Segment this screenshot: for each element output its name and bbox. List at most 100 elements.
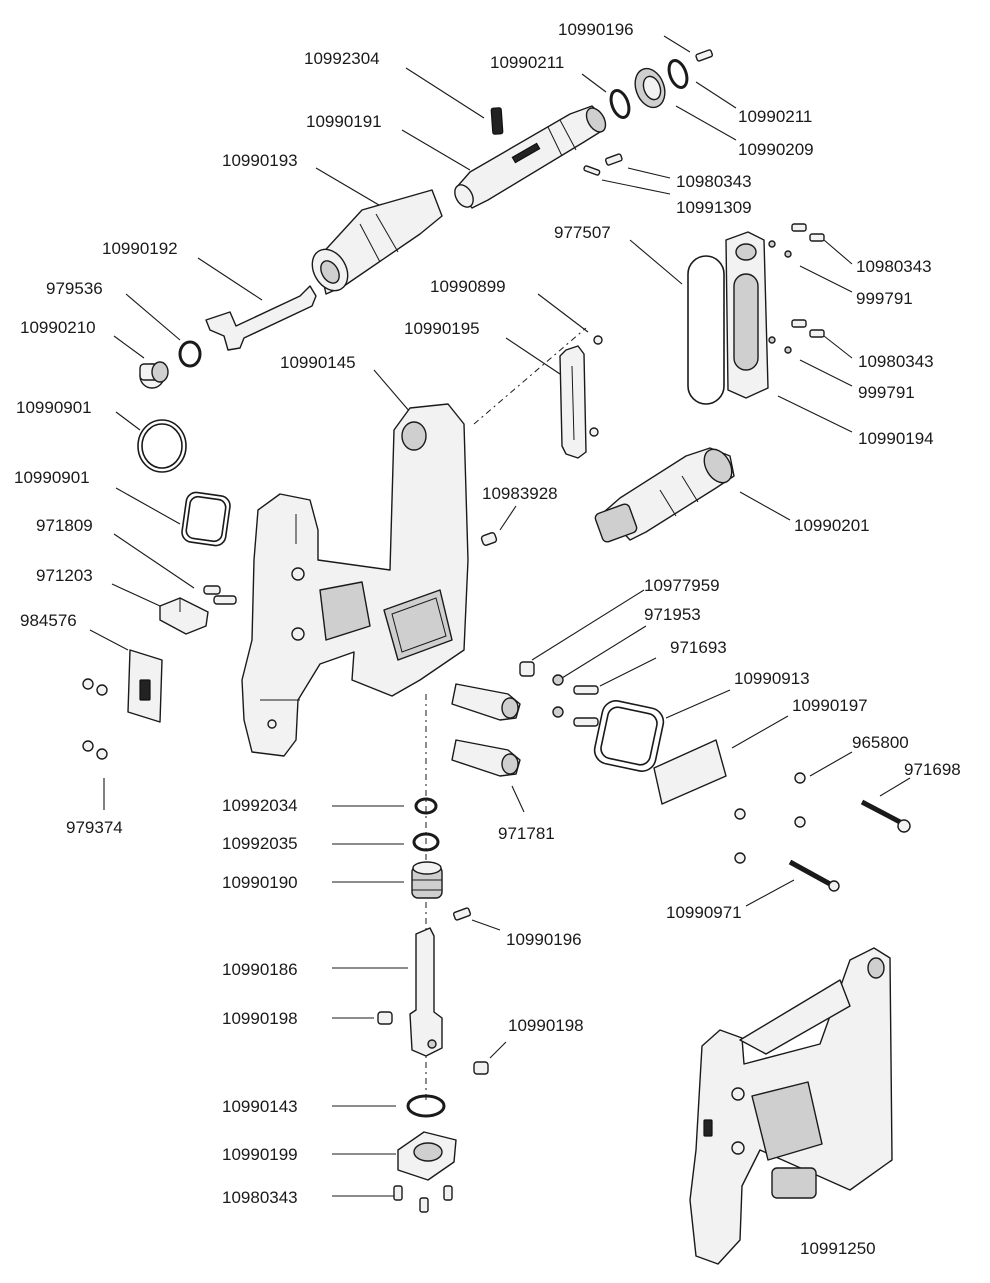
frame-10990145	[241, 403, 469, 757]
gasket-977507	[687, 255, 725, 405]
o-ring-10990143	[406, 1094, 446, 1118]
label-971698: 971698	[904, 760, 961, 779]
label-10990186: 10990186	[222, 960, 298, 979]
cover-plate-10990194	[725, 231, 769, 399]
label-10990899: 10990899	[430, 277, 506, 296]
o-ring-10992035	[412, 832, 440, 852]
label-984576: 984576	[20, 611, 77, 630]
flange-10990199	[397, 1131, 457, 1181]
pin-10991309	[583, 165, 601, 176]
label-979374: 979374	[66, 818, 123, 837]
label-10977959: 10977959	[644, 576, 720, 595]
cylinder-pin-10992304	[490, 107, 504, 135]
label-10983928: 10983928	[482, 484, 558, 503]
label-10990901-b: 10990901	[14, 468, 90, 487]
washers-971953	[552, 674, 564, 718]
label-10992034: 10992034	[222, 796, 298, 815]
screw-10990196-top	[695, 49, 714, 62]
piston-rod-10990186	[409, 927, 443, 1057]
shaft-10990191	[454, 105, 607, 209]
label-999791-a: 999791	[856, 289, 913, 308]
screws-971693	[573, 685, 599, 727]
label-10990198-left: 10990198	[222, 1009, 298, 1028]
label-10990193: 10990193	[222, 151, 298, 170]
actuator-10990201	[594, 447, 735, 543]
label-10990194: 10990194	[858, 429, 934, 448]
nameplate-984576	[127, 649, 163, 723]
label-10991309: 10991309	[676, 198, 752, 217]
fork-lever-10990192	[205, 285, 317, 351]
label-971693: 971693	[670, 638, 727, 657]
sleeve-10990193	[311, 189, 443, 295]
leader-lines	[89, 35, 911, 1197]
label-10990190: 10990190	[222, 873, 298, 892]
label-10990211-right: 10990211	[738, 107, 812, 126]
assembled-unit-10991250	[689, 947, 893, 1265]
label-10992035: 10992035	[222, 834, 298, 853]
label-10990971: 10990971	[666, 903, 742, 922]
label-971953: 971953	[644, 605, 701, 624]
label-10990210: 10990210	[20, 318, 96, 337]
screws-10980343-bottom	[393, 1185, 453, 1213]
label-10990901-a: 10990901	[16, 398, 92, 417]
o-ring-979536	[178, 340, 202, 368]
label-10990913: 10990913	[734, 669, 810, 688]
label-10990209: 10990209	[738, 140, 814, 159]
screws-10980343-lower	[791, 319, 825, 338]
pin-10990198-right	[473, 1061, 489, 1075]
rivets-979374	[82, 678, 108, 760]
label-965800: 965800	[852, 733, 909, 752]
label-10980343-c: 10980343	[858, 352, 934, 371]
plate-10990197	[653, 739, 727, 805]
screws-965800	[734, 772, 806, 864]
label-999791-b: 999791	[858, 383, 915, 402]
link-bar-10990195	[559, 345, 587, 459]
screw-10990196-mid	[452, 907, 472, 921]
bolts-971781	[451, 683, 521, 777]
label-10980343-a: 10980343	[676, 172, 752, 191]
label-971203: 971203	[36, 566, 93, 585]
bolt-10990971	[788, 859, 840, 892]
label-10990211-left: 10990211	[490, 53, 564, 72]
grease-nipple-10977959	[519, 661, 535, 677]
label-971781: 971781	[498, 824, 555, 843]
label-10990197: 10990197	[792, 696, 868, 715]
plug-10990210	[139, 361, 169, 389]
label-10990201: 10990201	[794, 516, 870, 535]
block-971203	[159, 597, 209, 635]
label-10990199: 10990199	[222, 1145, 298, 1164]
label-10991250: 10991250	[800, 1239, 876, 1258]
label-10990196-mid: 10990196	[506, 930, 582, 949]
screws-10980343-upper	[791, 223, 825, 242]
o-ring-10990211-left	[609, 89, 631, 119]
o-ring-10990211-right	[667, 59, 689, 89]
label-10980343-b: 10980343	[856, 257, 932, 276]
part-labels: 10990196 10992304 10990211 10990211 1099…	[14, 20, 961, 1258]
screw-10980343-shaft	[604, 153, 623, 166]
washers-999791-upper	[768, 240, 792, 258]
dowel-10983928	[480, 532, 498, 546]
label-979536: 979536	[46, 279, 103, 298]
seal-ring-10990901-square	[181, 491, 231, 547]
bolt-pair-971809	[203, 585, 237, 605]
washers-999791-lower	[768, 336, 792, 354]
label-10992304: 10992304	[304, 49, 380, 68]
label-10990191: 10990191	[306, 112, 382, 131]
seal-ring-10990901-round	[137, 419, 187, 473]
label-977507: 977507	[554, 223, 611, 242]
label-971809: 971809	[36, 516, 93, 535]
label-10990198-right: 10990198	[508, 1016, 584, 1035]
gasket-10990913	[593, 700, 665, 772]
bolt-971698	[860, 799, 911, 833]
bushing-10990209	[634, 67, 666, 109]
label-10990196-top: 10990196	[558, 20, 634, 39]
label-10980343-d: 10980343	[222, 1188, 298, 1207]
label-10990145: 10990145	[280, 353, 356, 372]
nuts-10990899	[589, 335, 603, 437]
label-10990195: 10990195	[404, 319, 480, 338]
o-ring-10992034	[414, 797, 438, 815]
bushing-10990190	[411, 861, 443, 899]
label-10990143: 10990143	[222, 1097, 298, 1116]
label-10990192: 10990192	[102, 239, 178, 258]
